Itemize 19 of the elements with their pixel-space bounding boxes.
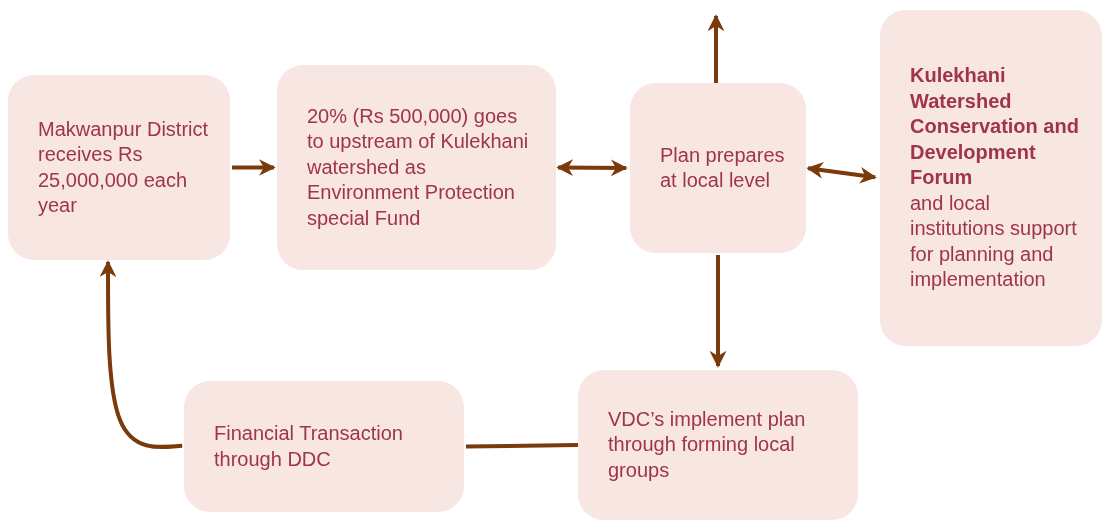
process-box [578,370,858,520]
arrow [99,260,183,450]
process-box [277,65,556,270]
arrow [707,14,725,83]
box-text: Plan prepares at local level [660,142,786,193]
process-box [880,10,1102,346]
arrow [556,159,628,177]
process-box [184,381,464,512]
arrow [709,255,727,368]
connector-line [465,443,579,449]
box-text: Makwanpur District receives Rs 25,000,000 each year [38,116,210,218]
arrow [232,159,276,176]
process-box [630,83,806,253]
box-text: Financial Transaction through DDC [214,421,404,472]
box-text: VDC’s implement plan through forming local groups [608,406,807,483]
arrow [806,161,877,184]
box-text: 20% (Rs 500,000) goes to upstream of Kulekhani watershed as Environment Protection special Fund [307,103,530,231]
process-box [8,75,230,260]
box-text: and local institutions support for planning and implementation [910,190,1078,293]
